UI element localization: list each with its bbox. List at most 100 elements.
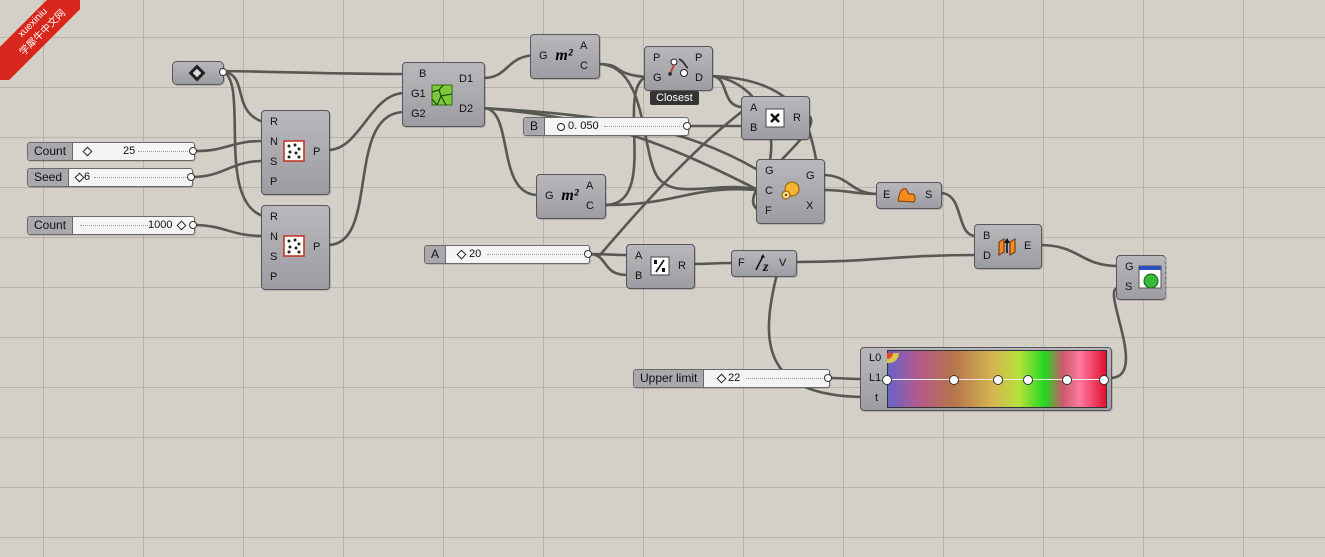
slider-track	[604, 126, 682, 127]
gradient-grip[interactable]	[1099, 375, 1109, 385]
output-a: A	[586, 180, 594, 192]
slider-track	[80, 225, 150, 226]
count-slider-2-port[interactable]	[189, 221, 197, 229]
input-g: G	[653, 72, 662, 84]
division-icon	[649, 255, 671, 277]
output-p: P	[313, 241, 321, 253]
input-b: B	[983, 230, 991, 242]
gradient-component[interactable]: L0 L1 t	[860, 347, 1112, 411]
count-slider-2[interactable]: Count 1000	[27, 216, 195, 235]
slider-track	[138, 151, 188, 152]
upper-limit-slider-label: Upper limit	[634, 370, 705, 387]
output-r: R	[793, 112, 801, 124]
scale-icon	[777, 178, 803, 204]
input-f: F	[738, 257, 745, 269]
division-component[interactable]: A B R	[626, 244, 695, 289]
input-a: A	[750, 102, 758, 114]
slider-grip[interactable]	[557, 123, 565, 131]
unit-z-component[interactable]: F V z	[731, 250, 797, 277]
b-slider[interactable]: B 0. 050	[523, 117, 689, 136]
output-c: C	[586, 200, 594, 212]
gradient-grip[interactable]	[993, 375, 1003, 385]
populate-component-2[interactable]: R N S P P	[261, 205, 330, 290]
area-icon: m²	[561, 187, 579, 204]
count-slider-1-label: Count	[28, 143, 74, 160]
input-n: N	[270, 136, 278, 148]
input-g: G	[539, 50, 548, 62]
gradient-grip[interactable]	[1062, 375, 1072, 385]
b-slider-value: 0. 050	[568, 120, 599, 132]
input-b: B	[419, 68, 427, 80]
multiply-icon	[764, 107, 786, 129]
a-slider[interactable]: A 20	[424, 245, 590, 264]
area-component-2[interactable]: G m² A C	[536, 174, 606, 219]
b-slider-label: B	[524, 118, 546, 135]
count-slider-1[interactable]: Count 25	[27, 142, 195, 161]
custom-preview-component[interactable]: G S	[1116, 255, 1166, 300]
input-g: G	[545, 190, 554, 202]
seed-slider-label: Seed	[28, 169, 70, 186]
a-slider-value: 20	[469, 248, 482, 260]
input-p: P	[270, 176, 278, 188]
count-slider-2-label: Count	[28, 217, 74, 234]
a-slider-port[interactable]	[584, 250, 592, 258]
input-s: S	[270, 156, 278, 168]
diamond-param-icon	[187, 64, 207, 82]
gradient-icon	[887, 350, 899, 363]
area-component-1[interactable]: G m² A C	[530, 34, 600, 79]
output-a: A	[580, 40, 588, 52]
seed-slider-value: 6	[84, 171, 91, 183]
unit-z-icon: z	[752, 252, 774, 274]
params-output-port[interactable]	[219, 68, 227, 76]
output-d1: D1	[459, 73, 474, 85]
extrude-component[interactable]: B D E	[974, 224, 1042, 269]
voronoi-component[interactable]: B G1 G2 D1 D2	[402, 62, 485, 127]
seed-slider-port[interactable]	[187, 173, 195, 181]
input-s: S	[1125, 281, 1133, 293]
gradient-grip[interactable]	[1023, 375, 1033, 385]
boundary-surface-icon	[895, 184, 919, 206]
seed-slider[interactable]: Seed 6	[27, 168, 193, 187]
params-component[interactable]	[172, 61, 224, 85]
populate-component-1[interactable]: R N S P P	[261, 110, 330, 195]
output-r: R	[678, 260, 686, 272]
gradient-grip[interactable]	[949, 375, 959, 385]
closest-tag: Closest	[650, 91, 699, 105]
input-p: P	[270, 271, 278, 283]
output-g: G	[806, 170, 815, 182]
extrude-icon	[995, 234, 1019, 258]
gradient-grip[interactable]	[882, 375, 892, 385]
count-slider-1-port[interactable]	[189, 147, 197, 155]
voronoi-icon	[430, 83, 454, 107]
b-slider-port[interactable]	[683, 122, 691, 130]
slider-track	[94, 177, 186, 178]
slider-track	[487, 254, 583, 255]
boundary-surface-component[interactable]: E S	[876, 182, 942, 209]
input-d: D	[983, 250, 991, 262]
output-d2: D2	[459, 103, 474, 115]
scale-component[interactable]: G C F G X	[756, 159, 825, 224]
input-t: t	[875, 392, 879, 404]
closest-point-icon	[665, 55, 691, 81]
output-p: P	[695, 52, 703, 64]
input-g2: G2	[411, 108, 426, 120]
upper-limit-slider-port[interactable]	[824, 374, 832, 382]
input-b: B	[635, 270, 643, 282]
input-g1: G1	[411, 88, 426, 100]
upper-limit-slider[interactable]: Upper limit 22	[633, 369, 830, 388]
multiply-component[interactable]: A B R	[741, 96, 810, 140]
input-n: N	[270, 231, 278, 243]
input-a: A	[635, 250, 643, 262]
populate-icon	[282, 139, 306, 163]
svg-text:z: z	[762, 260, 769, 274]
closest-point-component[interactable]: P G P D	[644, 46, 713, 91]
output-c: C	[580, 60, 588, 72]
count-slider-1-value: 25	[123, 145, 136, 157]
input-l0: L0	[869, 352, 882, 364]
input-e: E	[883, 189, 891, 201]
output-d: D	[695, 72, 703, 84]
a-slider-label: A	[425, 246, 447, 263]
slider-track	[746, 378, 823, 379]
input-g: G	[1125, 261, 1134, 273]
